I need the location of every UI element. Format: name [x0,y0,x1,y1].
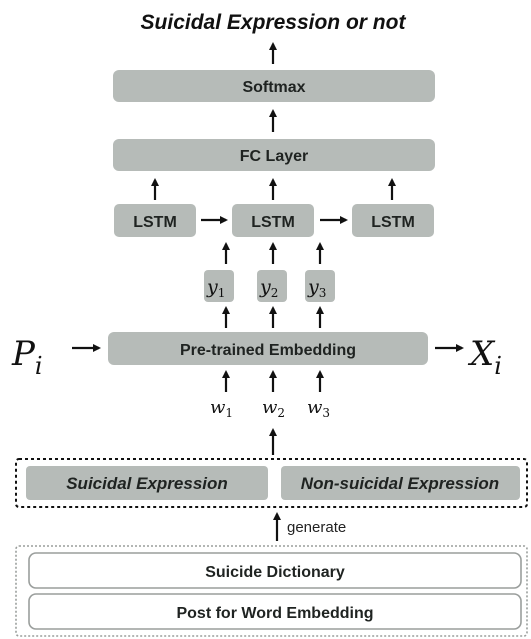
w-token-3: w3 [307,397,330,420]
y-box-1 [204,270,234,302]
non-suicidal-expression-box [281,466,520,500]
suicidal-expression-label: Suicidal Expression [66,474,228,493]
embedding-label: Pre-trained Embedding [180,342,356,359]
categories-container [15,458,528,508]
fc-layer-box [113,139,435,171]
softmax-box [113,70,435,102]
fc-layer-label: FC Layer [240,148,308,165]
sources-container [15,545,528,637]
y-token-1: y1 [206,276,225,300]
generate-label: generate [287,519,346,536]
lstm-label-2: LSTM [251,214,295,231]
input-symbol: Pi [11,334,43,380]
w-token-1: w1 [210,397,233,420]
lstm-box-1 [114,204,196,237]
lstm-label-1: LSTM [133,214,177,231]
y-box-2 [257,270,287,302]
lstm-label-3: LSTM [371,214,415,231]
suicidal-expression-box [26,466,268,500]
embedding-box [108,332,428,365]
suicide-dictionary-box [28,552,522,589]
non-suicidal-expression-label: Non-suicidal Expression [301,474,499,493]
diagram-title: Suicidal Expression or not [141,11,407,34]
y-box-3 [305,270,335,302]
lstm-box-3 [352,204,434,237]
lstm-box-2 [232,204,314,237]
post-word-embedding-box [28,593,522,630]
w-token-2: w2 [262,397,285,420]
y-token-2: y2 [259,276,278,300]
softmax-label: Softmax [242,79,305,96]
y-token-3: y3 [307,276,326,300]
post-word-embedding-label: Post for Word Embedding [176,605,373,622]
suicide-dictionary-label: Suicide Dictionary [205,564,345,581]
output-symbol: Xi [467,334,502,380]
